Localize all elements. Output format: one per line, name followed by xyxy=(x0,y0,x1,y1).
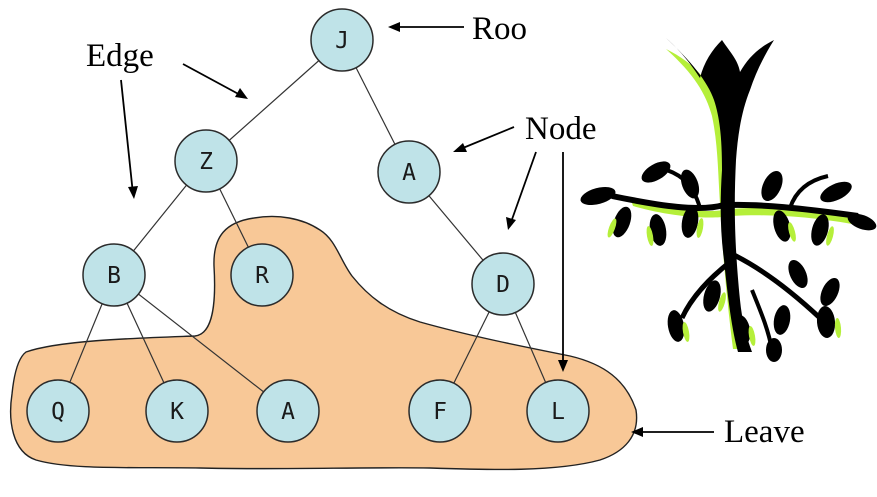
node-arrow-l xyxy=(558,152,568,372)
tree-node-k: K xyxy=(145,379,209,443)
leave-arrow xyxy=(631,427,714,437)
node-circle xyxy=(26,379,90,443)
node-label: D xyxy=(496,272,510,298)
node-circle xyxy=(471,252,535,316)
tree-node-a2: A xyxy=(256,379,320,443)
node-circle xyxy=(82,243,146,307)
node-label: J xyxy=(335,28,349,54)
tree-node-j: J xyxy=(310,8,374,72)
root-annotation-label: Roo xyxy=(472,11,527,47)
node-label: K xyxy=(170,399,184,425)
node-label: L xyxy=(551,399,565,425)
edge-arrow-right xyxy=(182,63,248,99)
node-label: A xyxy=(402,160,416,186)
tree-node-q: Q xyxy=(26,379,90,443)
node-label: R xyxy=(255,263,269,289)
node-circle xyxy=(377,140,441,204)
tree-node-r: R xyxy=(230,243,294,307)
node-label: B xyxy=(107,263,121,289)
node-layer: J Z A B R D Q K A F L xyxy=(26,8,590,443)
tree-node-f: F xyxy=(408,379,472,443)
edge-arrow-down xyxy=(120,79,138,199)
edge-annotation-label: Edge xyxy=(86,38,154,74)
tree-roots-icon xyxy=(580,38,877,362)
node-label: A xyxy=(281,399,295,425)
tree-node-b: B xyxy=(82,243,146,307)
node-circle xyxy=(526,379,590,443)
node-label: Z xyxy=(199,149,213,175)
node-circle xyxy=(174,129,238,193)
node-circle xyxy=(256,379,320,443)
leave-annotation-label: Leave xyxy=(724,414,805,450)
node-arrow-d xyxy=(506,151,537,230)
tree-node-a1: A xyxy=(377,140,441,204)
node-circle xyxy=(408,379,472,443)
node-arrow-left xyxy=(453,126,515,152)
node-annotation-label: Node xyxy=(525,111,596,147)
edge-b-a2 xyxy=(113,274,289,412)
tree-node-d: D xyxy=(471,252,535,316)
tree-node-z: Z xyxy=(174,129,238,193)
node-label: F xyxy=(433,399,447,425)
node-circle xyxy=(310,8,374,72)
tree-node-l: L xyxy=(526,379,590,443)
node-circle xyxy=(145,379,209,443)
node-label: Q xyxy=(51,399,65,425)
node-circle xyxy=(230,243,294,307)
root-arrow xyxy=(388,22,464,32)
